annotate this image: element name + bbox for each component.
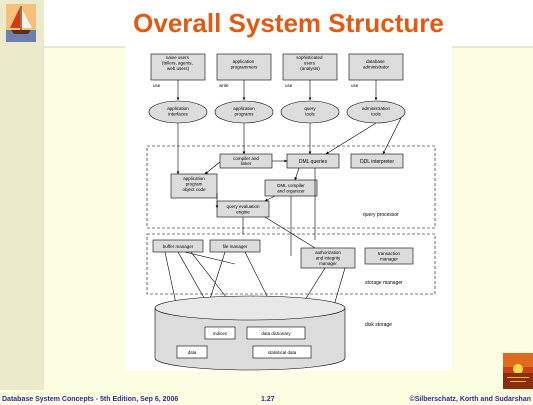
file-manager-box <box>209 239 261 253</box>
svg-text:data dictionary: data dictionary <box>261 331 291 336</box>
slide-title: Overall System Structure <box>133 8 444 38</box>
action-label-3: use <box>351 83 359 88</box>
action-label-1: write <box>219 83 229 88</box>
user-box-naive: naive users (tellers, agents, web users) <box>150 53 206 81</box>
query-processor-label: query processor <box>363 212 399 218</box>
user-box-sophisticated: sophisticated users (analysts) <box>282 53 338 81</box>
footer-bar <box>0 390 533 405</box>
transaction-manager-box <box>364 247 414 265</box>
svg-text:sophisticated users: sophisticated users (analysts) <box>296 55 324 71</box>
data-dictionary-box <box>246 326 306 340</box>
svg-text:file manager: file manager <box>223 244 248 249</box>
footer-left: Database System Concepts - 5th Edition, … <box>2 396 179 403</box>
svg-text:database administrat: database administrator <box>363 59 390 70</box>
footer-copyright: ©Silberschatz, Korth and Sudarshan <box>409 396 531 403</box>
sailboat-icon <box>6 4 36 42</box>
statistical-data-box <box>252 345 312 359</box>
footer-page-number: 1.27 <box>261 396 275 403</box>
svg-text:naive users (tellers: naive users (tellers, agents, web users) <box>162 55 194 71</box>
svg-text:statistical data: statistical data <box>268 350 297 355</box>
svg-text:DDL interpreter: DDL interpreter <box>360 159 394 165</box>
left-band <box>0 0 44 390</box>
title-panel <box>44 0 533 46</box>
user-box-dba: database administrator <box>348 53 404 81</box>
svg-text:indices: indices <box>213 331 228 336</box>
svg-text:application programm: application programmers <box>231 59 259 70</box>
auth-manager-box <box>300 247 356 269</box>
svg-text:buffer manager: buffer manager <box>163 244 194 249</box>
svg-text:DML queries: DML queries <box>299 159 328 165</box>
storage-manager-label: storage manager <box>365 280 403 286</box>
system-structure-diagram: naive users (tellers, agents, web users)… <box>125 46 452 371</box>
ddl-interpreter-box <box>350 153 404 169</box>
app-object-code-box <box>170 173 218 199</box>
indices-box <box>204 326 236 340</box>
action-label-0: use <box>153 83 161 88</box>
svg-text:data: data <box>188 350 197 355</box>
action-label-2: use <box>285 83 293 88</box>
sunset-icon <box>503 353 533 389</box>
storage-manager-region <box>146 233 436 295</box>
disk-storage-label: disk storage <box>365 322 392 328</box>
data-box <box>176 345 208 359</box>
user-box-programmers: application programmers <box>216 53 272 81</box>
